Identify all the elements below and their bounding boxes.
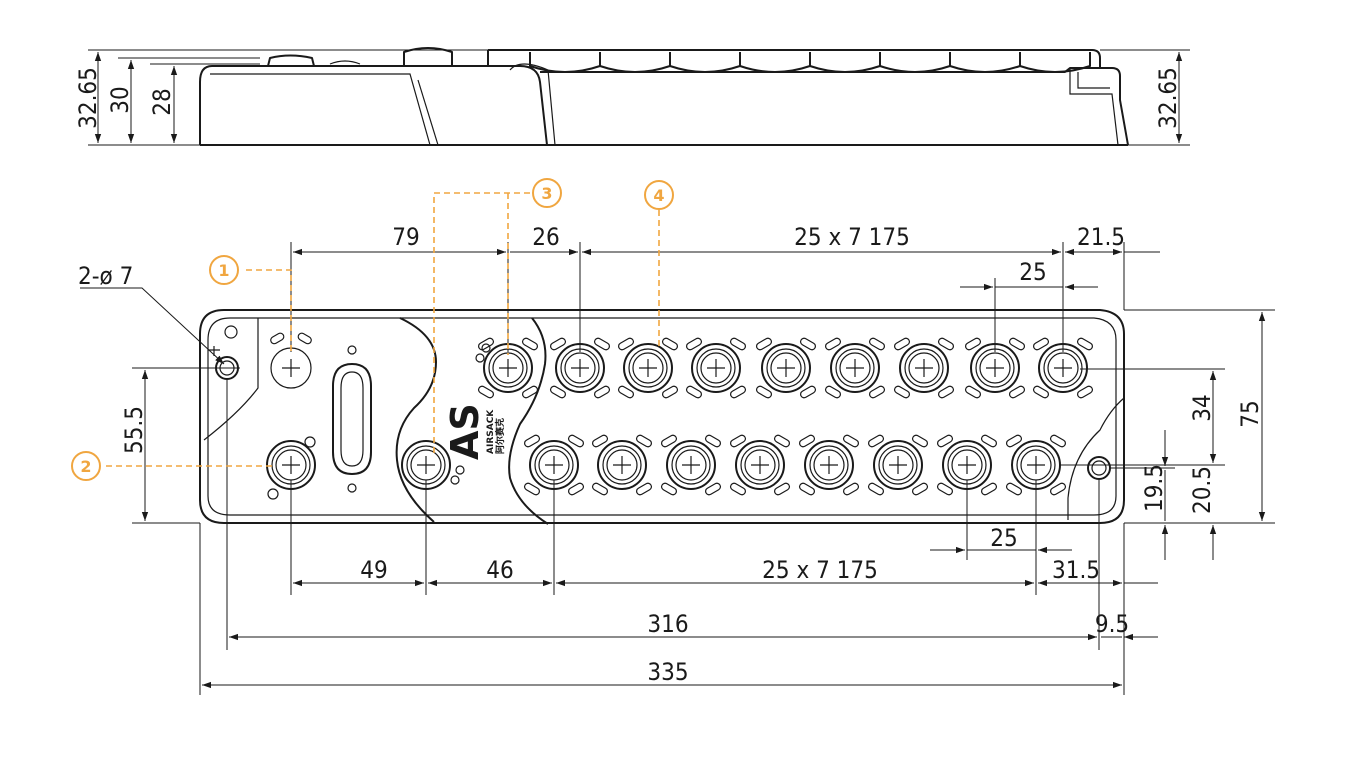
dim-49: 49: [360, 556, 387, 584]
side-dim-left-mid: 30: [106, 86, 134, 113]
dim-335: 335: [647, 658, 688, 686]
port-ticks-top-6: [894, 337, 954, 399]
dim-26: 26: [532, 223, 559, 251]
airsack-logo: AS AIRSACK 阿尔赛克: [443, 403, 506, 460]
dim-31-5: 31.5: [1052, 556, 1100, 584]
port-top-6: [899, 343, 949, 393]
port-ticks-top-7: [965, 337, 1025, 399]
port-top-7: [970, 343, 1020, 393]
callout-1: 1: [209, 255, 239, 285]
port-ticks-top-3: [686, 337, 746, 399]
callout-2: 2: [71, 451, 101, 481]
plan-view: AS AIRSACK 阿尔赛克: [199, 309, 1125, 525]
dim-19-5: 19.5: [1140, 464, 1168, 512]
dim-25-bottom: 25: [990, 524, 1017, 552]
port-ticks-bottom-2: [592, 434, 652, 496]
callout-2-label: 2: [80, 457, 91, 476]
port-bottom-3: [666, 440, 716, 490]
side-dim-left-outer: 32.65: [74, 67, 102, 129]
port-bottom-6: [873, 440, 923, 490]
callout-4-label: 4: [653, 186, 664, 205]
port-ticks-top-4: [756, 337, 816, 399]
side-connector-caps: [529, 52, 1091, 73]
port-ticks-bottom-7: [937, 434, 997, 496]
port-ticks-bottom-5: [799, 434, 859, 496]
side-dim-right: 32.65: [1154, 67, 1182, 129]
port-bottom-4: [735, 440, 785, 490]
port-ticks-bottom-4: [730, 434, 790, 496]
callout-3-leader: [433, 192, 530, 455]
logo-chinese: 阿尔赛克: [494, 418, 506, 454]
port-top-3: [691, 343, 741, 393]
port-ticks-input: [478, 337, 538, 399]
port-top-2: [623, 343, 673, 393]
side-dim-left-inner: 28: [148, 88, 176, 115]
port-ticks-top-1: [550, 337, 610, 399]
logo-brand: AIRSACK: [486, 409, 496, 454]
dim-75: 75: [1236, 400, 1264, 427]
dim-46: 46: [486, 556, 513, 584]
plan-dimensions: 2-ø 7 79 26 25 x 7 175 21.5 25 55.5 75 3…: [78, 223, 1275, 695]
dim-34: 34: [1188, 394, 1216, 421]
port-bottom-2: [597, 440, 647, 490]
callouts: 1 2 3 4: [71, 178, 674, 481]
port-bottom-5: [804, 440, 854, 490]
side-view: 32.65 30 28 32.65: [74, 47, 1190, 146]
dim-mount-hole: 2-ø 7: [78, 262, 133, 290]
callout-3: 3: [532, 178, 562, 208]
dim-9-5: 9.5: [1095, 610, 1129, 638]
dim-pitch-bottom: 25 x 7 175: [762, 556, 878, 584]
logo-mark: AS: [443, 403, 487, 460]
dim-pitch-top: 25 x 7 175: [794, 223, 910, 251]
port-ticks-bottom-1: [524, 434, 584, 496]
dim-79: 79: [392, 223, 419, 251]
dim-25-top: 25: [1019, 258, 1046, 286]
port-top-4: [761, 343, 811, 393]
port-ticks-bottom-8: [1006, 434, 1066, 496]
dim-20-5: 20.5: [1188, 466, 1216, 514]
port-ticks-top-8: [1033, 337, 1093, 399]
port-ticks-bottom-6: [868, 434, 928, 496]
port-ticks-top-5: [825, 337, 885, 399]
callout-3-label: 3: [541, 184, 552, 203]
connector-ports: [266, 332, 1093, 496]
callout-1-label: 1: [218, 261, 229, 280]
callout-1-leader: [246, 269, 292, 355]
callout-4: 4: [644, 180, 674, 210]
port-ticks-top-2: [618, 337, 678, 399]
dim-55-5: 55.5: [120, 406, 148, 454]
port-top-5: [830, 343, 880, 393]
dim-21-5: 21.5: [1077, 223, 1125, 251]
port-ticks-bottom-3: [661, 434, 721, 496]
dim-316: 316: [647, 610, 688, 638]
